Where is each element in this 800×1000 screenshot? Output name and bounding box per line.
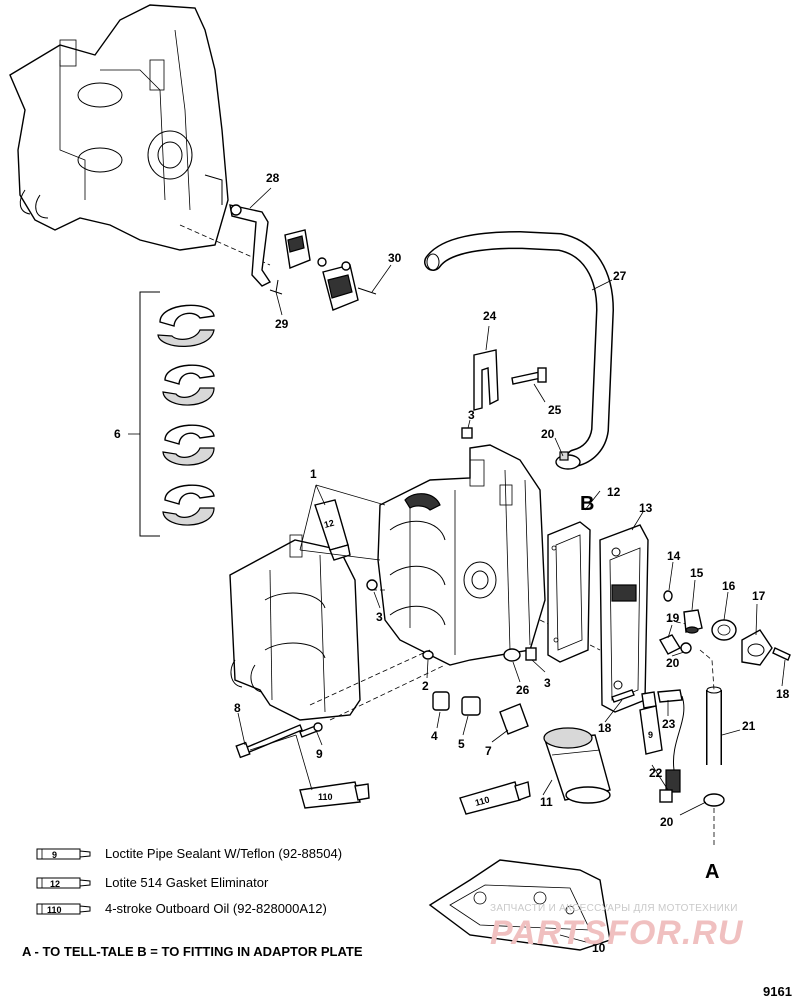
legend-text-12: Lotite 514 Gasket Eliminator: [105, 875, 269, 890]
watermark-text: ЗАПЧАСТИ И АКСЕССУАРЫ ДЛЯ МОТОТЕХНИКИ: [490, 903, 738, 914]
oil-tube-110-left: 110: [299, 781, 370, 809]
hose-clamp-upper: [555, 451, 581, 470]
bracket-24: [473, 349, 499, 411]
callout-26: 26: [516, 683, 530, 697]
bolt-8: [235, 724, 303, 759]
callout-25: 25: [548, 403, 562, 417]
fitting-15: [683, 609, 703, 634]
legend-tube-110-label: 110: [47, 905, 62, 915]
callout-23: 23: [662, 717, 676, 731]
adaptor-plate-13: [599, 524, 649, 713]
callout-15: 15: [690, 566, 704, 580]
callout-30: 30: [388, 251, 402, 265]
sealant-tube-12-diagram: 12: [314, 499, 351, 561]
crankcase-cover: [229, 534, 361, 721]
hose-21: [706, 686, 722, 765]
bolt-18-right: [772, 647, 791, 661]
callout-20-lower: 20: [660, 815, 674, 829]
sealant-tube-icon: 9: [36, 848, 91, 860]
sealant-tube-9-diagram: 9: [639, 691, 663, 755]
footnote: A - TO TELL-TALE B = TO FITTING IN ADAPT…: [22, 944, 363, 959]
tube-12-label: 12: [323, 518, 335, 530]
tube-110-left-label: 110: [318, 792, 333, 802]
callout-13: 13: [639, 501, 653, 515]
legend-tube-12-label: 12: [50, 879, 60, 889]
callout-labels: 1 2 3 3 3 4 5 6 7 8 9 10 11 12 13 14 15 …: [114, 171, 790, 955]
callout-6: 6: [114, 427, 121, 441]
callout-3-top: 3: [468, 408, 475, 422]
cylinder-block: [366, 444, 546, 666]
callout-5: 5: [458, 737, 465, 751]
bearing-set-bracket: [128, 291, 160, 537]
callout-20-mid: 20: [666, 656, 680, 670]
callout-21: 21: [742, 719, 756, 733]
bolt-25: [511, 367, 547, 385]
connector-22: [659, 769, 681, 803]
callout-3-left: 3: [376, 610, 383, 624]
clamp-20-mid: [680, 642, 692, 654]
legend-text-110: 4-stroke Outboard Oil (92-828000A12): [105, 901, 327, 916]
callout-10: 10: [592, 941, 606, 955]
main-bearing-halves: [157, 304, 215, 526]
callout-27: 27: [613, 269, 627, 283]
tube-110-right-label: 110: [474, 795, 491, 808]
callout-8: 8: [234, 701, 241, 715]
callout-22: 22: [649, 766, 663, 780]
callout-letter-b: B: [580, 493, 594, 515]
dowel-pin-3-top: [461, 427, 473, 439]
gasket-12: [547, 521, 591, 663]
sealant-tube-icon: 12: [36, 877, 91, 889]
clamp-20-lower: [703, 793, 725, 807]
callout-29: 29: [275, 317, 289, 331]
hose-27: [424, 230, 615, 467]
callout-19: 19: [666, 611, 680, 625]
callout-12: 12: [607, 485, 621, 499]
callout-28: 28: [266, 171, 280, 185]
base-gasket-10: [428, 859, 611, 951]
oil-tube-110-right: 110: [459, 781, 531, 815]
callout-20-top: 20: [541, 427, 555, 441]
callout-14: 14: [667, 549, 681, 563]
legend-row-110: 110: [36, 900, 96, 918]
callout-letter-a: A: [705, 861, 719, 883]
legend-tube-9-label: 9: [52, 850, 57, 860]
callout-2: 2: [422, 679, 429, 693]
bolt-18-left: [611, 689, 635, 703]
callout-9: 9: [316, 747, 323, 761]
callout-18-left: 18: [598, 721, 612, 735]
sensor-23: [657, 689, 685, 771]
callout-18-right: 18: [776, 687, 790, 701]
legend-row-12: 12: [36, 874, 96, 892]
ignition-coil-assembly: [179, 204, 377, 311]
oil-filter-11: [543, 727, 611, 804]
elbow-19: [658, 634, 681, 655]
watermark-logo: PARTSFOR.RU: [490, 914, 744, 952]
figure-number: 9161: [763, 984, 792, 999]
loose-small-parts: [422, 647, 537, 735]
callout-16: 16: [722, 579, 736, 593]
plug-14: [663, 590, 673, 602]
callout-3-right: 3: [544, 676, 551, 690]
leader-lines: [237, 187, 786, 946]
callout-4: 4: [431, 729, 438, 743]
callout-7: 7: [485, 744, 492, 758]
gasket-16: [711, 619, 737, 641]
legend-row-9: 9: [36, 845, 96, 863]
callout-24: 24: [483, 309, 497, 323]
tube-9-label: 9: [648, 730, 653, 740]
thermostat-cover-17: [741, 629, 773, 666]
callout-17: 17: [752, 589, 766, 603]
legend-text-9: Loctite Pipe Sealant W/Teflon (92-88504): [105, 846, 343, 861]
assembled-crankcase-block: [9, 4, 229, 251]
oil-tube-icon: 110: [36, 903, 91, 915]
callout-1: 1: [310, 467, 317, 481]
callout-11: 11: [540, 795, 553, 809]
bolt-9: [299, 722, 323, 738]
